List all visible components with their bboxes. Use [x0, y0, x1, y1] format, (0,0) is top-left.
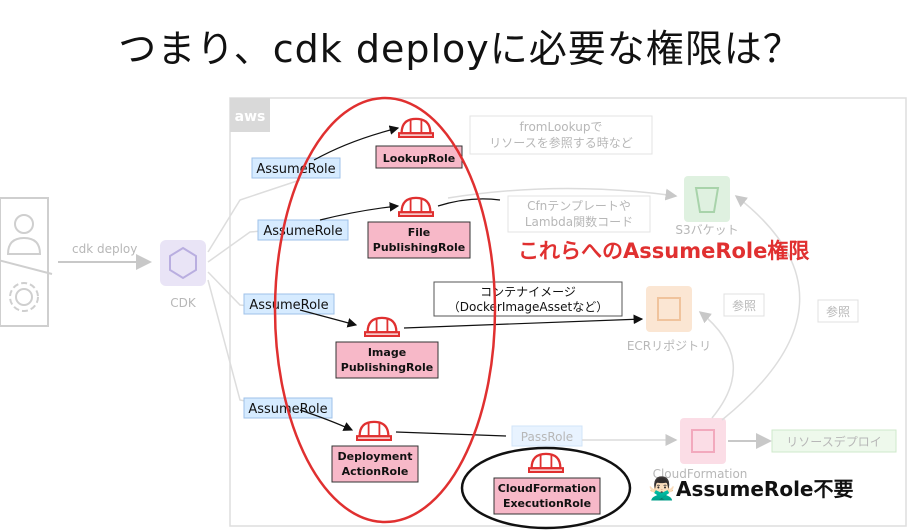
cfn-template-note-line2: Lambda関数コード — [525, 214, 633, 229]
developer-user-icon — [0, 197, 53, 327]
assume-arrow-deploy — [299, 409, 354, 431]
page-title: つまり、cdk deployに必要な権限は？ — [118, 27, 802, 71]
cdk-icon — [160, 240, 206, 286]
file-to-s3-arrow-dark — [437, 198, 501, 207]
svg-text:CloudFormation: CloudFormation — [498, 482, 596, 495]
from-lookup-note-box — [469, 115, 653, 155]
cloudformation-execution-role-box: CloudFormation ExecutionRole — [493, 477, 601, 515]
red-highlight-ellipse — [273, 96, 497, 524]
cdk-deploy-label: cdk deploy — [72, 242, 137, 256]
ecr-label: ECRリポジトリ — [627, 339, 711, 353]
svg-text:PublishingRole: PublishingRole — [373, 241, 465, 254]
svg-text:PublishingRole: PublishingRole — [341, 361, 433, 374]
cdk-label: CDK — [170, 296, 197, 310]
ref-label-2: 参照 — [826, 304, 850, 319]
image-publishing-role-box: Image PublishingRole — [335, 341, 439, 379]
deployment-action-role-box: Deployment ActionRole — [331, 445, 419, 483]
from-lookup-note-line1: fromLookupで — [520, 120, 603, 134]
svg-text:AssumeRole: AssumeRole — [263, 224, 342, 239]
assume-arrow-image — [299, 309, 358, 328]
svg-text:AssumeRole: AssumeRole — [249, 298, 328, 313]
cloudformation-label: CloudFormation — [653, 467, 748, 481]
pass-role-label: PassRole — [521, 430, 573, 444]
assume-arrow-lookup — [313, 125, 400, 161]
assume-role-box-1: AssumeRole — [251, 157, 341, 179]
container-image-note: コンテナイメージ （DockerImageAssetなど） — [433, 281, 623, 317]
no-gesture-emoji: 🙅🏻‍♂️ — [648, 476, 675, 502]
svg-text:コンテナイメージ: コンテナイメージ — [480, 285, 576, 299]
s3-label: S3バケット — [675, 223, 738, 237]
lookup-role-box: LookupRole — [375, 145, 463, 169]
deploy-to-passrole-line — [395, 431, 507, 437]
assume-role-box-2: AssumeRole — [257, 219, 349, 241]
pass-role-box — [511, 425, 583, 447]
cfn-template-note-box — [507, 195, 651, 233]
cloudformation-icon — [680, 418, 726, 464]
assume-role-permission-callout: これらへのAssumeRole権限 — [518, 239, 809, 263]
gear-icon — [9, 282, 39, 312]
svg-text:ActionRole: ActionRole — [342, 465, 409, 478]
svg-text:Image: Image — [368, 346, 406, 359]
aws-logo: aws — [235, 109, 266, 125]
assume-role-box-3: AssumeRole — [243, 293, 335, 315]
svg-text:（DockerImageAssetなど）: （DockerImageAssetなど） — [448, 300, 608, 314]
svg-text:AssumeRole: AssumeRole — [256, 162, 335, 177]
assume-arrow-file — [319, 202, 400, 221]
cfn-ref-curves — [698, 195, 801, 421]
no-assume-role-callout: AssumeRole不要 — [676, 477, 854, 501]
ref-label-box-2 — [817, 299, 859, 323]
svg-text:File: File — [408, 226, 431, 239]
file-publishing-role-box: File PublishingRole — [367, 221, 471, 259]
helmet-icon — [398, 117, 434, 139]
ecr-repository-icon — [646, 286, 692, 332]
svg-text:LookupRole: LookupRole — [383, 152, 455, 165]
helmet-icon — [364, 316, 400, 338]
s3-bucket-icon — [684, 176, 730, 222]
helmet-icon — [398, 196, 434, 218]
resource-deploy-label: リソースデプロイ — [786, 434, 881, 449]
image-to-ecr-arrow — [403, 314, 644, 329]
svg-text:Deployment: Deployment — [338, 450, 413, 463]
ref-label-box-1 — [723, 293, 765, 317]
resource-deploy-box — [771, 429, 897, 453]
from-lookup-note-line2: リソースを参照する時など — [489, 135, 632, 150]
helmet-icon — [356, 420, 392, 442]
ref-label-1: 参照 — [732, 298, 756, 313]
cfn-template-note-line1: Cfnテンプレートや — [527, 199, 631, 213]
svg-text:ExecutionRole: ExecutionRole — [503, 497, 591, 510]
